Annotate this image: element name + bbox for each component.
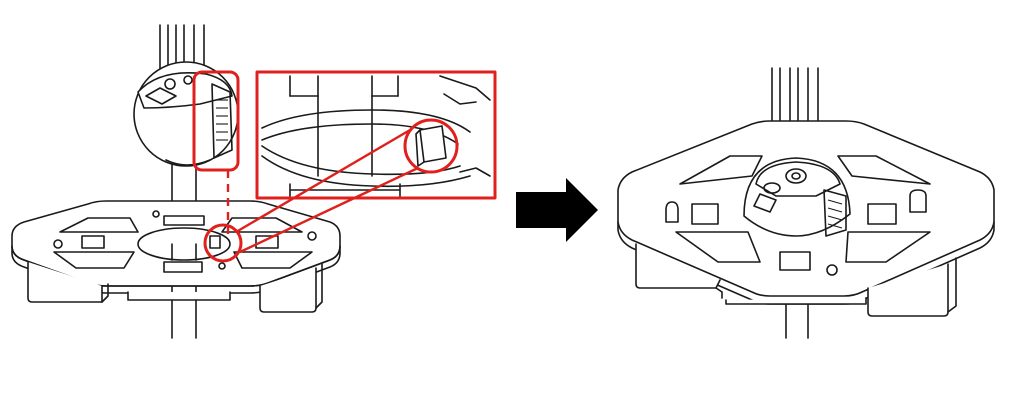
- locking-tab-zoomed: [419, 125, 447, 163]
- slot-left: [691, 203, 719, 225]
- highlight-latch-frame: [192, 70, 240, 172]
- slot-bottom: [779, 251, 811, 271]
- ball-connector-seated: [743, 157, 851, 237]
- ball-connector-left: [133, 61, 239, 167]
- highlight-tab-zoom-circle: [403, 118, 459, 174]
- locking-tab-left: [209, 235, 221, 249]
- right-arrow-icon: [516, 178, 598, 242]
- zoom-callout: [255, 70, 497, 200]
- mounting-plate-left: [11, 200, 341, 313]
- highlight-tab-circle: [203, 223, 243, 263]
- step-before-illustration: [11, 24, 497, 339]
- step-after-illustration: [617, 67, 995, 339]
- zoom-connector-lower: [239, 166, 419, 254]
- zoom-frame: [255, 70, 497, 200]
- slot-right: [867, 203, 897, 225]
- zoom-connector-upper: [235, 128, 411, 234]
